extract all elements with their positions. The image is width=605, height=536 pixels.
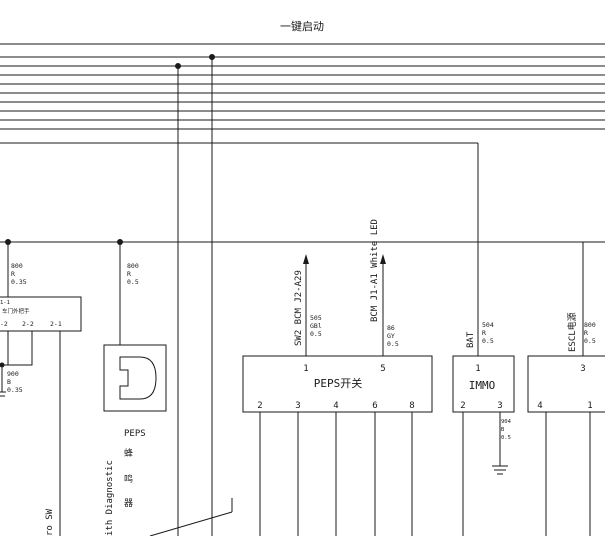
pin-number: 3 — [580, 364, 585, 374]
sw2-label: SW2 BCM J2-A29 — [294, 270, 304, 346]
wire-code: 800 — [127, 262, 139, 270]
handle-top-pin: 1-1 — [0, 300, 10, 306]
wire-code: 505 — [310, 314, 322, 322]
diag-label: ith Diagnostic — [105, 460, 115, 536]
peps-switch-label: PEPS开关 — [314, 376, 363, 390]
handle-pin: 2-1 — [50, 320, 62, 328]
door-handle-label: 车门外把手 — [2, 307, 30, 315]
led-label: BCM J1-A1 White LED — [370, 219, 380, 322]
pin-number: 3 — [497, 401, 502, 411]
pin-number: 3 — [295, 401, 300, 411]
wire-gauge: 0.5 — [127, 278, 139, 286]
pin-number: 2 — [460, 401, 465, 411]
wire-gauge: 0.35 — [11, 278, 27, 286]
peps-switch: PEPS开关 1 5 2 3 4 6 8 SW2 BCM J2-A29 505 … — [242, 219, 433, 536]
pin-number: 6 — [372, 401, 377, 411]
wire-gauge: 0.5 — [584, 337, 596, 345]
wire-color: B — [7, 378, 11, 386]
immo-box — [452, 355, 515, 413]
wire-gauge: 0.5 — [501, 435, 511, 441]
buzzer-label: PEPS — [124, 429, 146, 439]
peps-switch-box — [242, 355, 433, 413]
bus-lines — [0, 43, 605, 356]
wire-code: 800 — [584, 321, 596, 329]
immo-module: 1 IMMO 2 3 BAT 504 R 0.5 904 B 0.5 — [452, 321, 515, 536]
junction-dot — [175, 63, 181, 69]
pin-number: 4 — [537, 401, 542, 411]
buzzer-icon — [119, 356, 157, 400]
pin-number: 1 — [303, 364, 308, 374]
wire-color: GY — [387, 332, 395, 340]
buzzer-box — [103, 344, 167, 412]
wire-color: GBl — [310, 322, 322, 330]
escl-module: 3 4 1 ESCL电源 800 R 0.5 — [527, 242, 605, 536]
peps-buzzer: 800 R 0.5 PEPS 蜂 鸣 器 ith Diagnostic — [103, 262, 233, 536]
junction-dots — [0, 54, 215, 368]
wire-color: R — [584, 329, 588, 337]
wire-code: 904 — [501, 419, 512, 425]
door-handle-connector — [0, 296, 82, 332]
buzzer-label-cn: 蜂 — [124, 447, 133, 459]
pin-number: 1 — [587, 401, 592, 411]
left-fragment: 800 R 0.35 1-1 车门外把手 -2 2-2 2-1 900 B 0.… — [0, 262, 82, 536]
wire-color: R — [482, 329, 486, 337]
pin-number: 4 — [333, 401, 338, 411]
arrow-up-icon — [303, 254, 309, 264]
escl-label: ESCL电源 — [566, 312, 578, 352]
pin-number: 8 — [409, 401, 414, 411]
pin-number: 2 — [257, 401, 262, 411]
wire-code: 504 — [482, 321, 494, 329]
junction-dot — [5, 239, 11, 245]
wire-color: R — [127, 270, 131, 278]
wire-gauge: 0.5 — [482, 337, 494, 345]
wire-color: B — [501, 427, 505, 433]
junction-dot — [117, 239, 123, 245]
arrow-up-icon — [380, 254, 386, 264]
wire-color: R — [11, 270, 15, 278]
wire-gauge: 0.5 — [310, 330, 322, 338]
handle-pin: -2 — [0, 320, 8, 328]
pin-number: 1 — [475, 364, 480, 374]
escl-box — [527, 355, 605, 413]
bat-label: BAT — [466, 331, 476, 348]
buzzer-label-cn: 鸣 — [124, 473, 133, 485]
buzzer-label-cn: 器 — [124, 498, 133, 509]
pin-number: 5 — [380, 364, 385, 374]
wire-code: 800 — [11, 262, 23, 270]
wire-code: 900 — [7, 370, 19, 378]
diagram-title: 一键启动 — [280, 19, 324, 33]
vertical-feeds — [7, 57, 213, 536]
sw-label: ro SW — [45, 508, 55, 536]
wire-gauge: 0.5 — [387, 340, 399, 348]
wire-code: 86 — [387, 324, 395, 332]
wire-gauge: 0.35 — [7, 386, 23, 394]
junction-dot — [209, 54, 215, 60]
immo-label: IMMO — [469, 379, 496, 392]
handle-pin: 2-2 — [22, 320, 34, 328]
